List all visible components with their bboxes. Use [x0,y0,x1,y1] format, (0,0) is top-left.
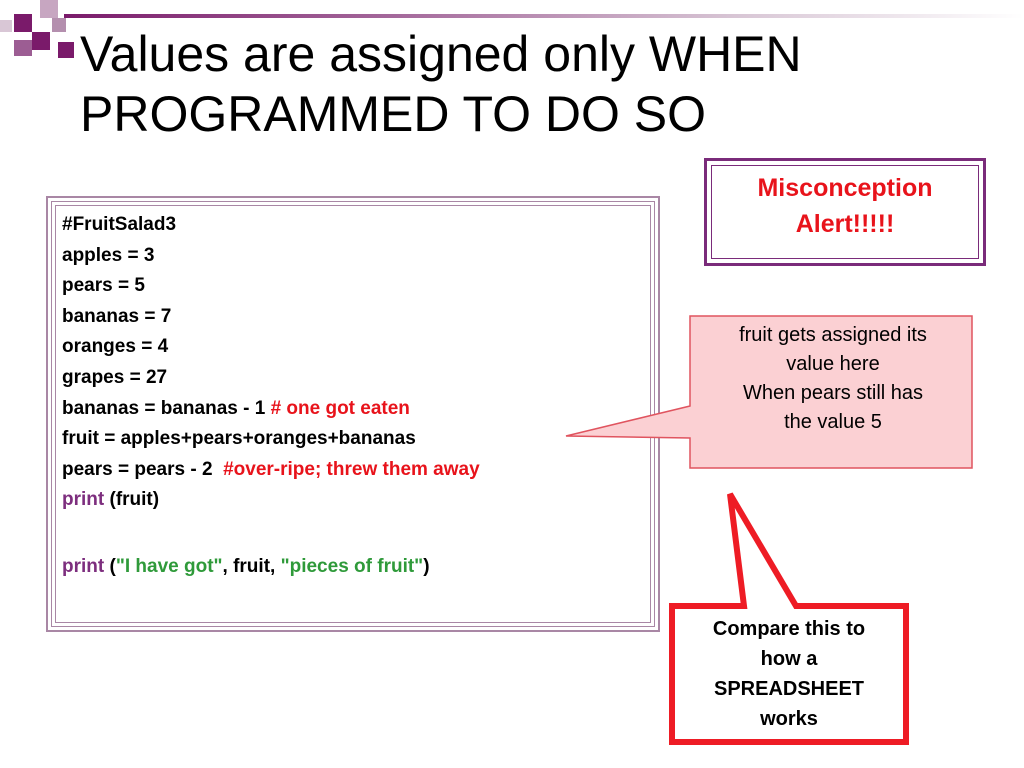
misconception-alert-text: Misconception Alert!!!!! [757,174,933,238]
callout-bubble [565,315,973,469]
code-comment: # one got eaten [270,397,410,419]
code-listing: #FruitSalad3 apples = 3 pears = 5 banana… [62,210,652,583]
code-line: print (fruit) [62,489,160,511]
code-line: grapes = 27 [62,366,168,388]
code-string: "I have got" [115,555,223,577]
compare-text: Compare this to how a SPREADSHEET works [712,618,866,730]
code-line: fruit = apples+pears+oranges+bananas [62,428,416,450]
code-keyword: print [62,489,105,511]
code-line: bananas = bananas - 1 # one got eaten [62,397,410,419]
code-string: "pieces of fruit" [280,555,424,577]
code-line: oranges = 4 [62,336,169,358]
code-line: apples = 3 [62,244,155,266]
code-line: #FruitSalad3 [62,214,177,235]
compare-callout [669,492,909,745]
callout-text: fruit gets assigned its value here When … [739,324,927,433]
code-line: pears = 5 [62,275,145,297]
title-accent-bar [64,14,1024,18]
code-line: print ("I have got", fruit, "pieces of f… [62,555,430,577]
code-line: bananas = 7 [62,305,172,327]
slide-title: Values are assigned only WHEN PROGRAMMED… [80,26,802,142]
code-comment: #over-ripe; threw them away [223,458,480,480]
misconception-alert-box [704,158,986,266]
code-keyword: print [62,555,105,577]
code-line: pears = pears - 2 #over-ripe; threw them… [62,458,480,480]
